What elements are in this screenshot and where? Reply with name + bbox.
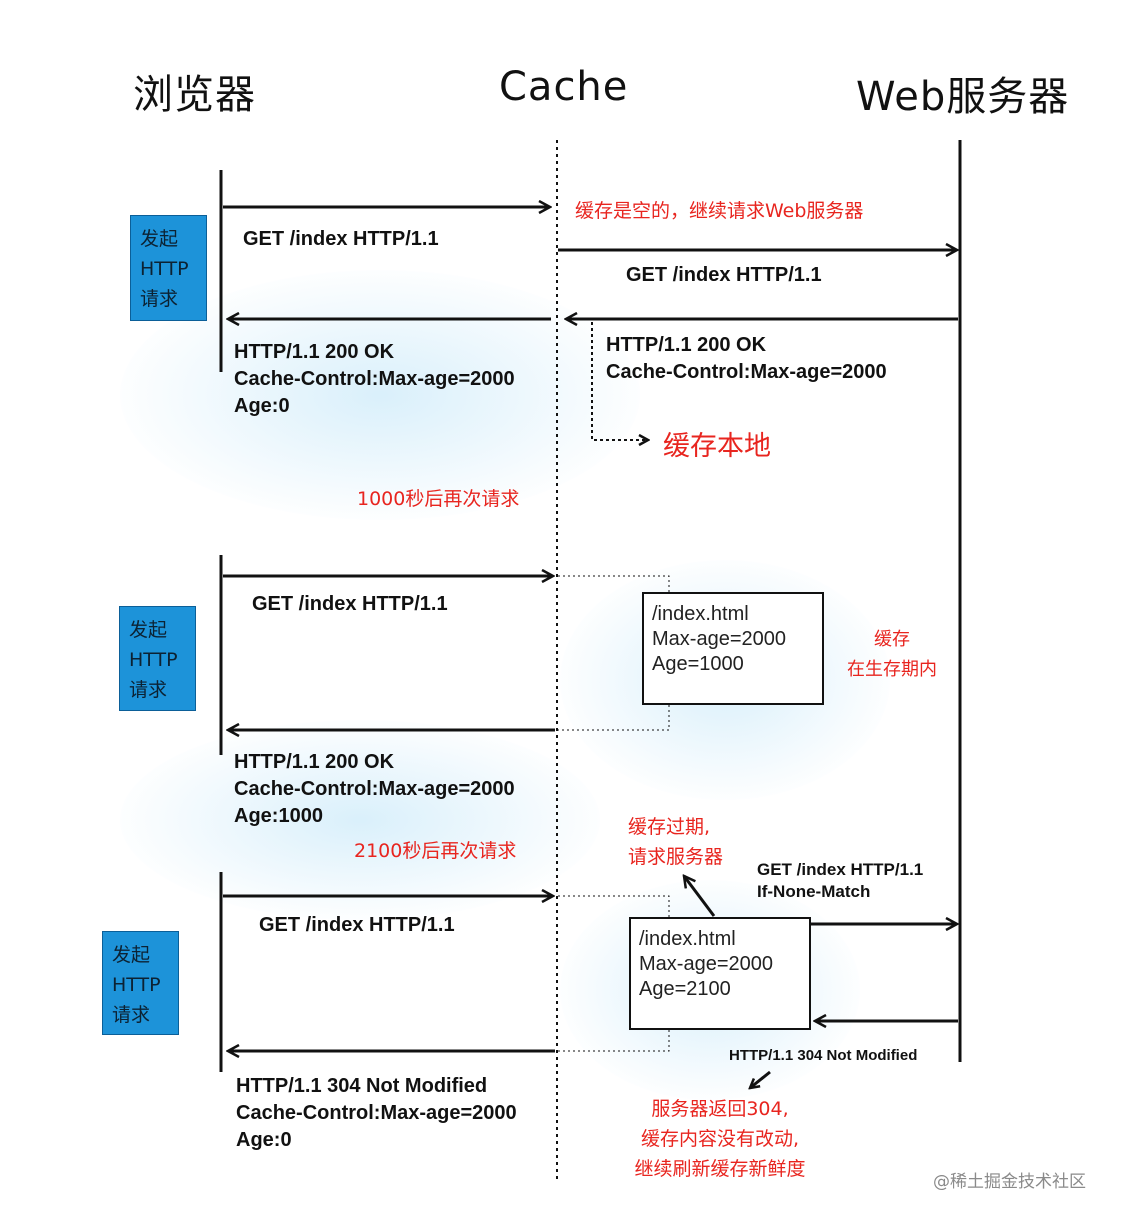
cache-entry-age: Age=2100 xyxy=(639,978,731,1000)
note-line2: 请求服务器 xyxy=(628,846,724,868)
dotted-cache-lookup-3 xyxy=(558,895,670,1052)
browser-response-label: HTTP/1.1 200 OK Cache-Control:Max-age=20… xyxy=(234,749,515,830)
arrow-expired-pointer xyxy=(684,876,716,917)
arrow-refresh-pointer xyxy=(750,1070,771,1088)
cache-entry-path: /index.html xyxy=(639,928,736,950)
badge-line1: 发起 xyxy=(112,944,151,966)
request-label: GET /index HTTP/1.1 xyxy=(243,228,439,250)
note-line2: 缓存内容没有改动, xyxy=(640,1128,800,1150)
cache-entry-box: /index.html Max-age=2000 Age=2100 xyxy=(629,917,811,1030)
cache-expired-note: 缓存过期, 请求服务器 xyxy=(628,812,723,872)
server-response-label: HTTP/1.1 200 OK Cache-Control:Max-age=20… xyxy=(606,332,887,386)
request-label: GET /index HTTP/1.1 xyxy=(259,914,455,936)
send-request-badge: 发起 HTTP 请求 xyxy=(102,931,179,1035)
cache-entry-box: /index.html Max-age=2000 Age=1000 xyxy=(642,592,824,705)
badge-line2: HTTP xyxy=(129,649,178,671)
cache-entry-path: /index.html xyxy=(652,603,749,625)
request-line: GET /index HTTP/1.1 xyxy=(757,860,924,879)
note-line3: 继续刷新缓存新鲜度 xyxy=(634,1158,806,1180)
badge-line1: 发起 xyxy=(129,619,168,641)
refresh-freshness-note: 服务器返回304, 缓存内容没有改动, 继续刷新缓存新鲜度 xyxy=(622,1094,818,1184)
conditional-request-label: GET /index HTTP/1.1 If-None-Match xyxy=(757,859,923,903)
response-age: Age:0 xyxy=(236,1129,292,1151)
browser-response-label: HTTP/1.1 304 Not Modified Cache-Control:… xyxy=(236,1073,517,1154)
send-request-badge: 发起 HTTP 请求 xyxy=(119,606,196,711)
response-age: Age:1000 xyxy=(234,805,323,827)
server-column-title: Web服务器 xyxy=(856,74,1070,120)
forward-request-label: GET /index HTTP/1.1 xyxy=(626,264,822,286)
cache-empty-note: 缓存是空的，继续请求Web服务器 xyxy=(575,200,864,222)
badge-line2: HTTP xyxy=(112,974,161,996)
response-cache-control: Cache-Control:Max-age=2000 xyxy=(234,778,515,800)
badge-line1: 发起 xyxy=(140,228,179,250)
cache-entry-max-age: Max-age=2000 xyxy=(639,953,773,975)
response-cache-control: Cache-Control:Max-age=2000 xyxy=(234,368,515,390)
browser-column-title: 浏览器 xyxy=(133,72,256,118)
response-cache-control: Cache-Control:Max-age=2000 xyxy=(236,1102,517,1124)
note-line1: 缓存 xyxy=(874,629,910,650)
response-status: HTTP/1.1 200 OK xyxy=(606,334,767,356)
watermark: @稀土掘金技术社区 xyxy=(933,1172,1086,1192)
send-request-badge: 发起 HTTP 请求 xyxy=(130,215,207,321)
cache-valid-note: 缓存 在生存期内 xyxy=(842,625,942,685)
request-header: If-None-Match xyxy=(757,882,871,901)
request-label: GET /index HTTP/1.1 xyxy=(252,593,448,615)
note-line1: 服务器返回304, xyxy=(651,1098,789,1120)
delay-note-2100: 2100秒后再次请求 xyxy=(354,840,517,862)
response-cache-control: Cache-Control:Max-age=2000 xyxy=(606,361,887,383)
response-status: HTTP/1.1 200 OK xyxy=(234,751,395,773)
delay-note-1000: 1000秒后再次请求 xyxy=(357,488,520,510)
response-age: Age:0 xyxy=(234,395,290,417)
dotted-cache-lookup-2 xyxy=(558,575,670,731)
cache-entry-max-age: Max-age=2000 xyxy=(652,628,786,650)
badge-line3: 请求 xyxy=(140,288,179,310)
badge-line3: 请求 xyxy=(129,679,168,701)
note-line1: 缓存过期, xyxy=(628,816,711,838)
cache-column-title: Cache xyxy=(499,64,629,110)
store-local-note: 缓存本地 xyxy=(663,431,771,462)
browser-response-label: HTTP/1.1 200 OK Cache-Control:Max-age=20… xyxy=(234,339,515,420)
badge-line2: HTTP xyxy=(140,258,189,280)
response-status: HTTP/1.1 304 Not Modified xyxy=(236,1075,488,1097)
note-line2: 在生存期内 xyxy=(847,659,937,680)
response-status: HTTP/1.1 200 OK xyxy=(234,341,395,363)
cache-entry-age: Age=1000 xyxy=(652,653,744,675)
badge-line3: 请求 xyxy=(112,1004,151,1026)
server-304-label: HTTP/1.1 304 Not Modified xyxy=(729,1047,918,1064)
